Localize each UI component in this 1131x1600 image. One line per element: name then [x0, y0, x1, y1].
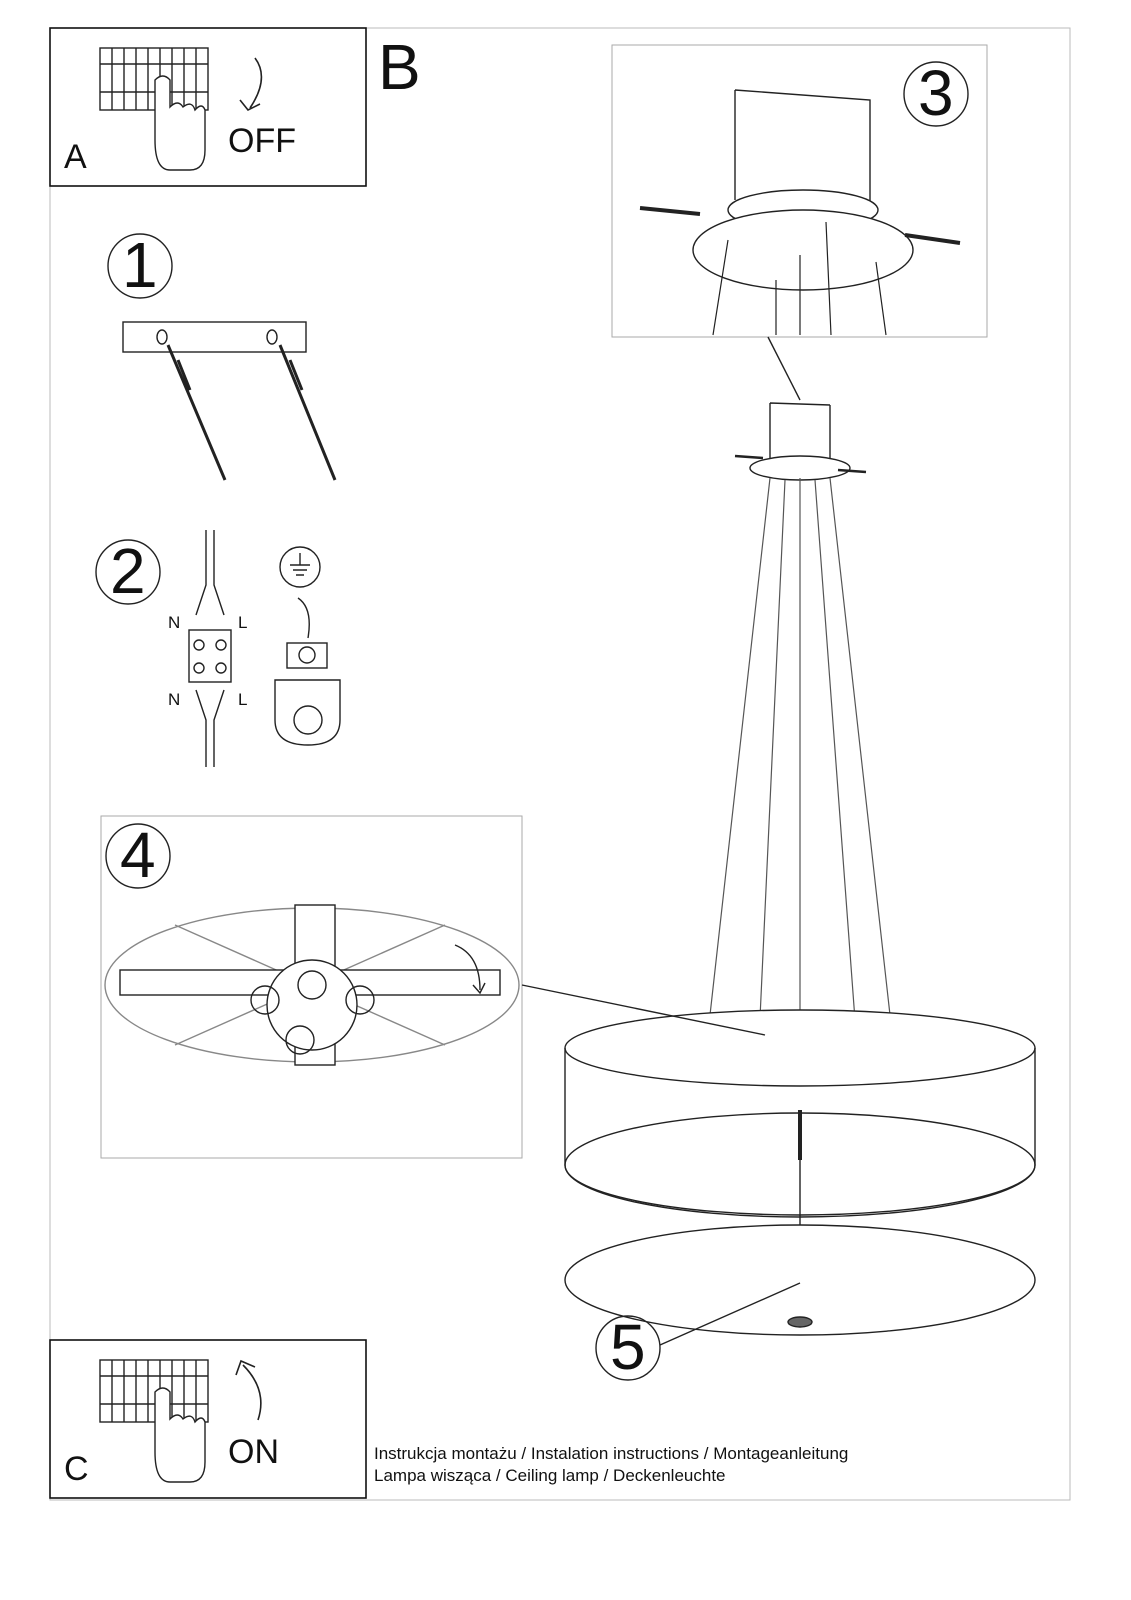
arrow-down-icon — [239, 57, 263, 112]
box-a-action: OFF — [228, 122, 296, 160]
footer: Instrukcja montażu / Instalation instruc… — [374, 1443, 848, 1487]
step-4-circle — [105, 823, 171, 889]
terminal-label-n-top: N — [168, 613, 181, 632]
ground-symbol-icon — [279, 546, 321, 588]
arrow-up-icon — [235, 1359, 262, 1421]
leader-line-4 — [521, 984, 766, 1036]
wiring-terminal-icon — [188, 530, 232, 767]
step-5-number: 5 — [610, 1311, 646, 1383]
page-frame — [49, 27, 1071, 1501]
terminal-label-l-top: L — [238, 613, 248, 632]
hand-icon — [154, 75, 206, 171]
box-c-power-on — [49, 1339, 367, 1499]
box-3-canopy-detail — [611, 44, 988, 338]
circuit-breaker-icon — [99, 47, 209, 111]
terminal-label-l-bottom: L — [238, 690, 248, 709]
drum-top — [564, 1009, 1036, 1087]
box-a-power-off — [49, 27, 367, 187]
box-c-action: ON — [228, 1433, 279, 1471]
ground-terminal-icon — [274, 546, 341, 746]
leader-line-3 — [767, 336, 801, 401]
step-1-number: 1 — [122, 229, 158, 301]
step-2-number: 2 — [110, 535, 146, 607]
pendant-lamp-assembly — [564, 402, 1036, 1336]
box-4-shade-frame-detail — [100, 815, 523, 1159]
box-c-letter: C — [64, 1450, 89, 1488]
diffuser — [564, 1224, 1036, 1336]
footer-title: Instrukcja montażu / Instalation instruc… — [374, 1444, 849, 1463]
footer-subtitle: Lampa wisząca / Ceiling lamp / Deckenleu… — [374, 1466, 726, 1485]
step-4-number: 4 — [120, 819, 156, 891]
terminal-label-n-bottom: N — [168, 690, 181, 709]
section-label: B — [378, 31, 421, 103]
step-2-circle — [95, 539, 161, 605]
mounting-bracket-with-anchors-icon — [122, 321, 337, 481]
step-1-circle — [107, 233, 173, 299]
box-a-letter: A — [64, 138, 87, 176]
hand-icon — [154, 1387, 206, 1483]
step-3-circle — [903, 61, 969, 127]
step-5-circle — [595, 1315, 661, 1381]
step-3-number: 3 — [918, 57, 954, 129]
circuit-breaker-icon — [99, 1359, 209, 1423]
leader-line-5 — [659, 1282, 801, 1346]
